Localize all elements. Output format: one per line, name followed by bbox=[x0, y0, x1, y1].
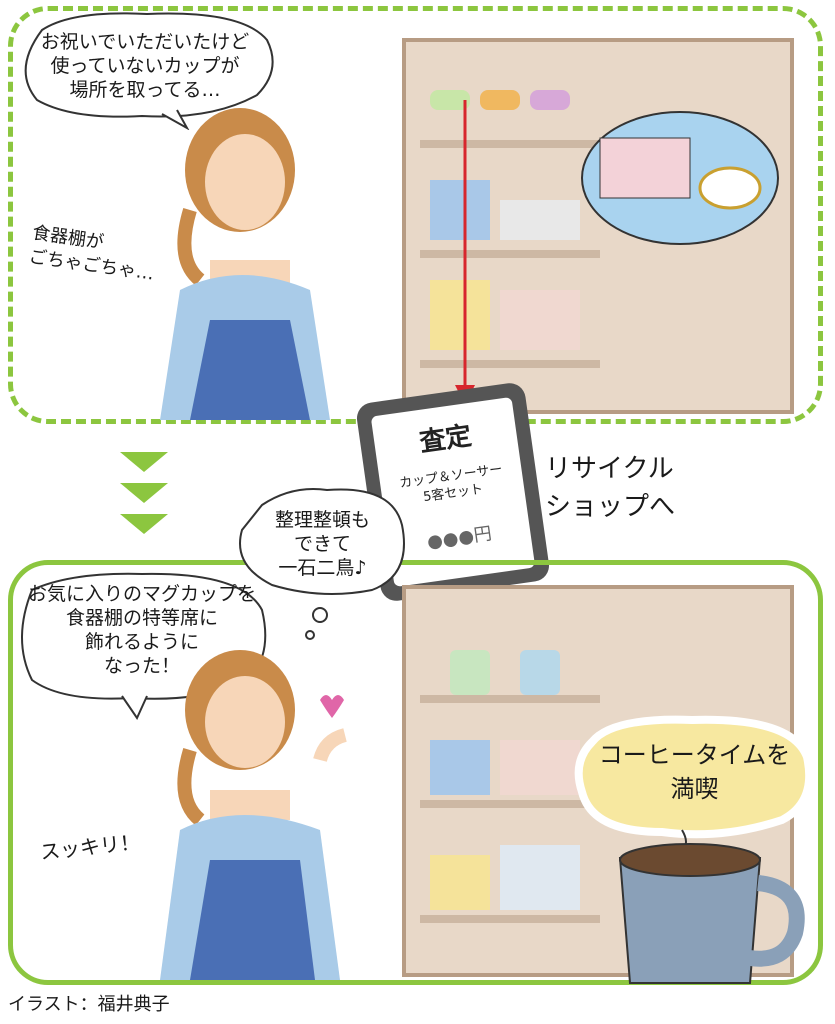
illustration-credit: イラスト：福井典子 bbox=[8, 994, 170, 1015]
bottom-dishes-illustration bbox=[430, 650, 580, 910]
down-arrow-1 bbox=[120, 452, 168, 472]
woman-worried-illustration bbox=[160, 108, 330, 420]
top-shelf-1 bbox=[420, 140, 600, 148]
coffee-bubble-text: コーヒータイムを 満喫 bbox=[598, 741, 791, 803]
bottom-shelf-2 bbox=[420, 800, 600, 808]
recycle-shop-text: リサイクル ショップへ bbox=[545, 454, 676, 522]
gift-cups-bubble bbox=[581, 111, 779, 245]
red-arrow bbox=[455, 100, 475, 405]
bottom-thought-text: 整理整頓も できて 一石二鳥♪ bbox=[274, 509, 370, 579]
top-thought-bubble-shape bbox=[24, 12, 274, 130]
down-arrow-2 bbox=[120, 483, 168, 503]
bottom-panel bbox=[8, 560, 823, 985]
top-shelf-2 bbox=[420, 250, 600, 258]
bottom-speech-text: お気に入りのマグカップを 食器棚の特等席に 飾れるように なった！ bbox=[27, 583, 256, 677]
top-shelf-3 bbox=[420, 360, 600, 368]
down-arrow-3 bbox=[120, 514, 168, 534]
tablet-title: 査定 bbox=[417, 421, 474, 458]
bottom-thought-bubble-shape bbox=[239, 488, 405, 640]
coffee-mug-illustration bbox=[618, 843, 805, 984]
coffee-bubble-shape bbox=[574, 715, 814, 852]
top-dishes-illustration bbox=[430, 90, 580, 350]
top-thought-text: お祝いでいただいたけど 使っていないカップが 場所を取ってる… bbox=[40, 31, 250, 101]
bottom-shelf-3 bbox=[420, 915, 600, 923]
woman-happy-illustration bbox=[160, 650, 348, 980]
bottom-shelf-1 bbox=[420, 695, 600, 703]
